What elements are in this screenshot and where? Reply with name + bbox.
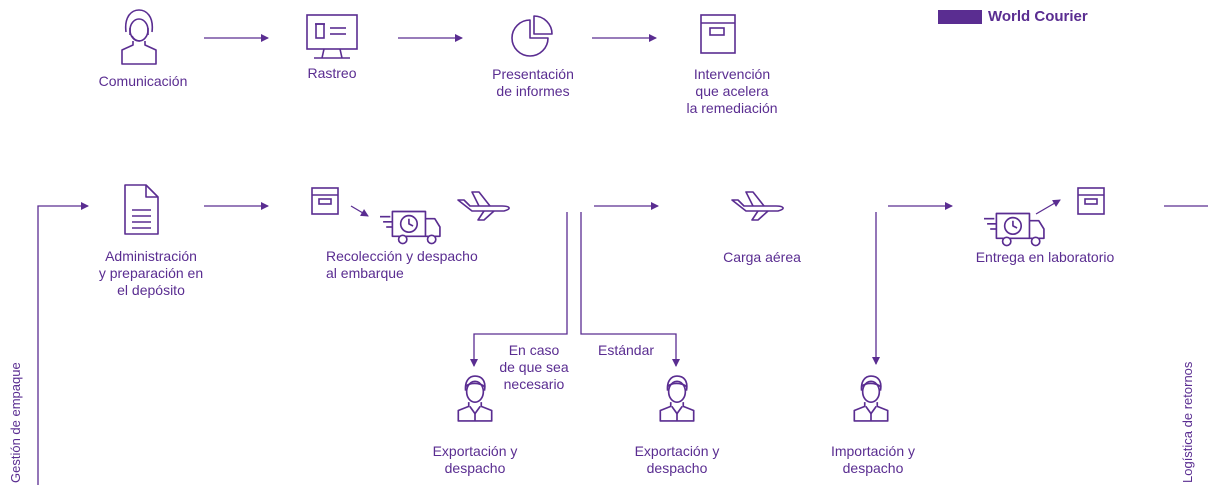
airplane-icon xyxy=(457,191,510,221)
label-admin: Administración y preparación en el depós… xyxy=(98,248,204,298)
label-standard: Estándar xyxy=(598,342,655,358)
label-export-2: Exportación y despacho xyxy=(634,443,720,476)
label-pickup: Recolección y despacho al embarque xyxy=(326,248,478,281)
arrow-truck-box xyxy=(1035,199,1061,215)
label-returns: Logística de retornos xyxy=(1180,361,1195,483)
label-tracking: Rastreo xyxy=(307,65,357,81)
packaging-line xyxy=(37,202,89,485)
person-import-icon xyxy=(853,375,889,422)
branch-standard-line xyxy=(580,212,680,367)
airplane-icon xyxy=(731,191,784,221)
label-communication: Comunicación xyxy=(98,73,188,89)
delivery-truck-icon xyxy=(984,212,1045,247)
label-import: Importación y despacho xyxy=(830,443,916,476)
pie-chart-icon xyxy=(511,15,553,57)
arrow-box-truck xyxy=(350,205,369,217)
label-if-needed: En caso de que sea necesario xyxy=(499,342,569,392)
label-lab-delivery: Entrega en laboratorio xyxy=(975,249,1115,265)
label-intervention: Intervención que acelera la remediación xyxy=(686,66,778,116)
person-export-icon xyxy=(659,375,695,422)
package-box-icon xyxy=(700,14,736,54)
person-export-icon xyxy=(457,375,493,422)
package-box-icon xyxy=(1077,187,1105,215)
label-packaging: Gestión de empaque xyxy=(8,362,23,483)
brand-name: World Courier xyxy=(988,8,1088,25)
label-export-1: Exportación y despacho xyxy=(432,443,518,476)
document-icon xyxy=(124,184,159,235)
tracking-monitor-icon xyxy=(306,14,358,59)
label-air-cargo: Carga aérea xyxy=(723,249,801,265)
brand-bar xyxy=(938,9,982,24)
headset-agent-icon xyxy=(121,9,157,65)
brand-logo: World Courier xyxy=(938,8,1088,25)
label-reports: Presentación de informes xyxy=(492,66,574,99)
delivery-truck-icon xyxy=(380,210,441,245)
branch-if-needed-line xyxy=(470,212,568,367)
package-box-icon xyxy=(311,187,339,215)
